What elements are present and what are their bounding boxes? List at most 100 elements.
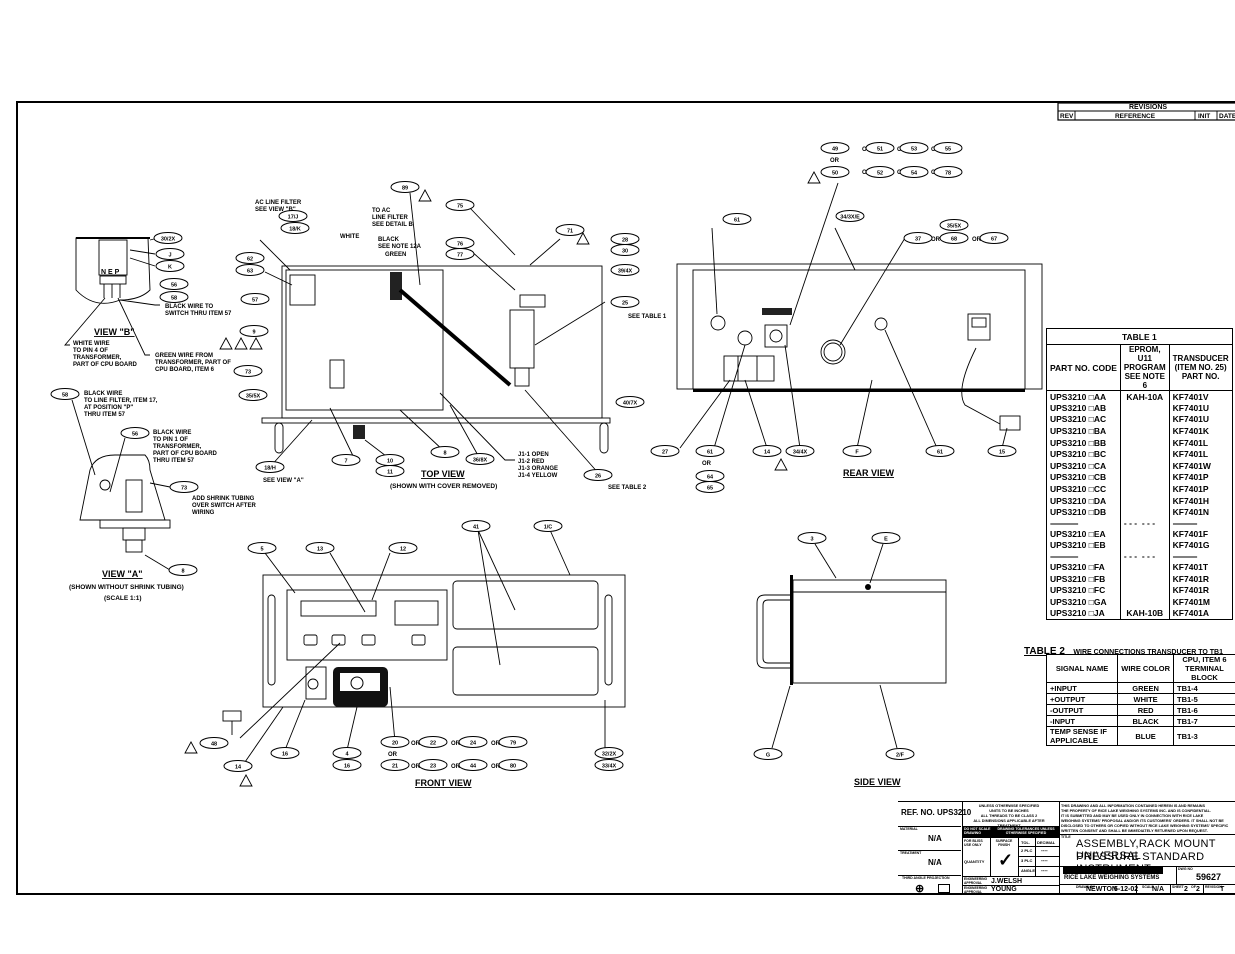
table-2-cell-color: BLUE <box>1117 726 1174 746</box>
balloon-label: K <box>168 264 172 270</box>
table-1-cell-part: UPS3210 □EB <box>1046 539 1121 552</box>
balloon-outline <box>159 278 189 290</box>
table-1-separator: ---------------- - - - - -------------- <box>1046 551 1233 562</box>
balloon-label: 48 <box>211 741 217 747</box>
item-balloon: 58 <box>50 388 80 400</box>
table-2-caption: TABLE 2 WIRE CONNECTIONS TRANSDUCER TO T… <box>1024 641 1223 659</box>
revision-triangle-icon <box>576 232 590 245</box>
table-1-cell-transducer: KF7401W <box>1172 460 1211 471</box>
item-balloon: 71 <box>555 224 585 236</box>
balloon-label: 54 <box>911 170 918 176</box>
table-1-cell-eprom <box>1120 436 1170 449</box>
item-balloon: 53 <box>899 142 929 154</box>
sheet-label: SHEET <box>1172 885 1184 889</box>
table-1-cell-transducer: KF7401V <box>1172 391 1209 402</box>
rev-col-rev: REV <box>1060 113 1074 120</box>
item-balloon: 76 <box>445 237 475 249</box>
revision-triangle-icon <box>418 189 432 202</box>
item-balloons: 30/2XJK5658585673817/J18/K62635797335/5X… <box>50 142 1017 772</box>
item-balloon: 2/F <box>885 748 915 760</box>
item-balloon: 35/5X <box>238 389 268 401</box>
balloon-outline <box>458 759 488 771</box>
table-1-cell-part: UPS3210 □BA <box>1046 425 1121 437</box>
table-2-title: TABLE 2 <box>1024 646 1065 657</box>
item-balloon: 13 <box>305 542 335 554</box>
table-1-cell-transducer: KF7401G <box>1172 540 1210 551</box>
table-1-cell-eprom <box>1120 572 1170 585</box>
balloon-outline <box>797 532 827 544</box>
table-1-cell-part: UPS3210 □AA <box>1046 390 1121 403</box>
balloon-label: G <box>766 752 770 758</box>
table-2-cell-signal: TEMP SENSE IF APPLICABLE <box>1045 726 1119 746</box>
table-1-cell-eprom <box>1120 528 1170 540</box>
balloon-label: 36/8X <box>473 457 488 463</box>
balloon-label: 21 <box>392 763 398 769</box>
sheet-total: 2 <box>1196 886 1200 893</box>
balloon-label: 37 <box>915 236 921 242</box>
balloon-outline <box>380 736 410 748</box>
table-1-cell-part: UPS3210 □GA <box>1046 596 1121 608</box>
top-view-subtitle: (SHOWN WITH COVER REMOVED) <box>390 483 497 490</box>
balloon-label: 80 <box>510 763 516 769</box>
balloon-outline <box>885 748 915 760</box>
of-label: OF <box>1191 885 1196 889</box>
balloon-label: 17/J <box>288 214 299 220</box>
balloon-outline <box>169 481 199 493</box>
balloon-label: 24 <box>470 740 477 746</box>
balloon-outline <box>332 759 362 771</box>
balloon-outline <box>498 759 528 771</box>
rev-col-date: DATE <box>1219 113 1235 120</box>
balloon-outline <box>865 142 895 154</box>
surface-finish-check-icon: ✓ <box>998 850 1014 870</box>
title-block: REF. NO. UPS3210 MATERIAL N/A TREATMENT … <box>898 802 1235 895</box>
table-1-cell-transducer: KF7401R <box>1172 585 1210 596</box>
company-logo-bar <box>1063 867 1163 874</box>
item-balloon: 49 <box>820 142 850 154</box>
balloon-outline <box>871 532 901 544</box>
item-balloon: 68 <box>939 232 969 244</box>
balloon-label: J <box>168 252 171 258</box>
balloon-label: 23 <box>430 763 436 769</box>
balloon-outline <box>199 737 229 749</box>
rear-view: REAR VIEW <box>676 182 1043 478</box>
item-balloon: G <box>753 748 783 760</box>
svg-text:OR: OR <box>491 764 501 770</box>
balloon-outline <box>610 264 640 276</box>
side-view-title: SIDE VIEW <box>854 777 901 787</box>
table-2-cell-color: BLACK <box>1117 715 1174 727</box>
item-balloon: 9 <box>239 325 269 337</box>
tol-row-value: ---- <box>1041 868 1048 874</box>
item-balloon: 5 <box>247 542 277 554</box>
view-b-title: VIEW "B" <box>94 327 135 337</box>
revision-triangle-icon <box>239 774 253 787</box>
balloon-outline <box>865 166 895 178</box>
item-balloon: 22 <box>418 736 448 748</box>
item-balloon: 34/4X <box>785 445 815 457</box>
item-balloon: 61 <box>722 213 752 225</box>
balloon-label: 20 <box>392 740 398 746</box>
balloon-label: 73 <box>245 369 251 375</box>
balloon-outline <box>280 222 310 234</box>
table-1-cell-part: UPS3210 □BB <box>1046 436 1121 449</box>
svg-text:OR: OR <box>451 741 461 747</box>
svg-text:OR: OR <box>702 461 712 467</box>
table-1-cell-transducer: KF7401N <box>1172 507 1210 518</box>
table-1-cell-part: UPS3210 □DA <box>1046 494 1121 507</box>
item-balloon: 40/7X <box>615 396 645 408</box>
svg-text:OR: OR <box>491 741 501 747</box>
balloon-outline <box>223 760 253 772</box>
balloon-outline <box>594 747 624 759</box>
ref-no: REF. NO. UPS3210 <box>901 808 972 817</box>
item-balloon: 16 <box>332 759 362 771</box>
item-balloon: 56 <box>120 427 150 439</box>
balloon-outline <box>235 264 265 276</box>
table-1-cell-eprom <box>1120 561 1170 573</box>
item-balloon: 78 <box>933 166 963 178</box>
balloon-outline <box>610 296 640 308</box>
